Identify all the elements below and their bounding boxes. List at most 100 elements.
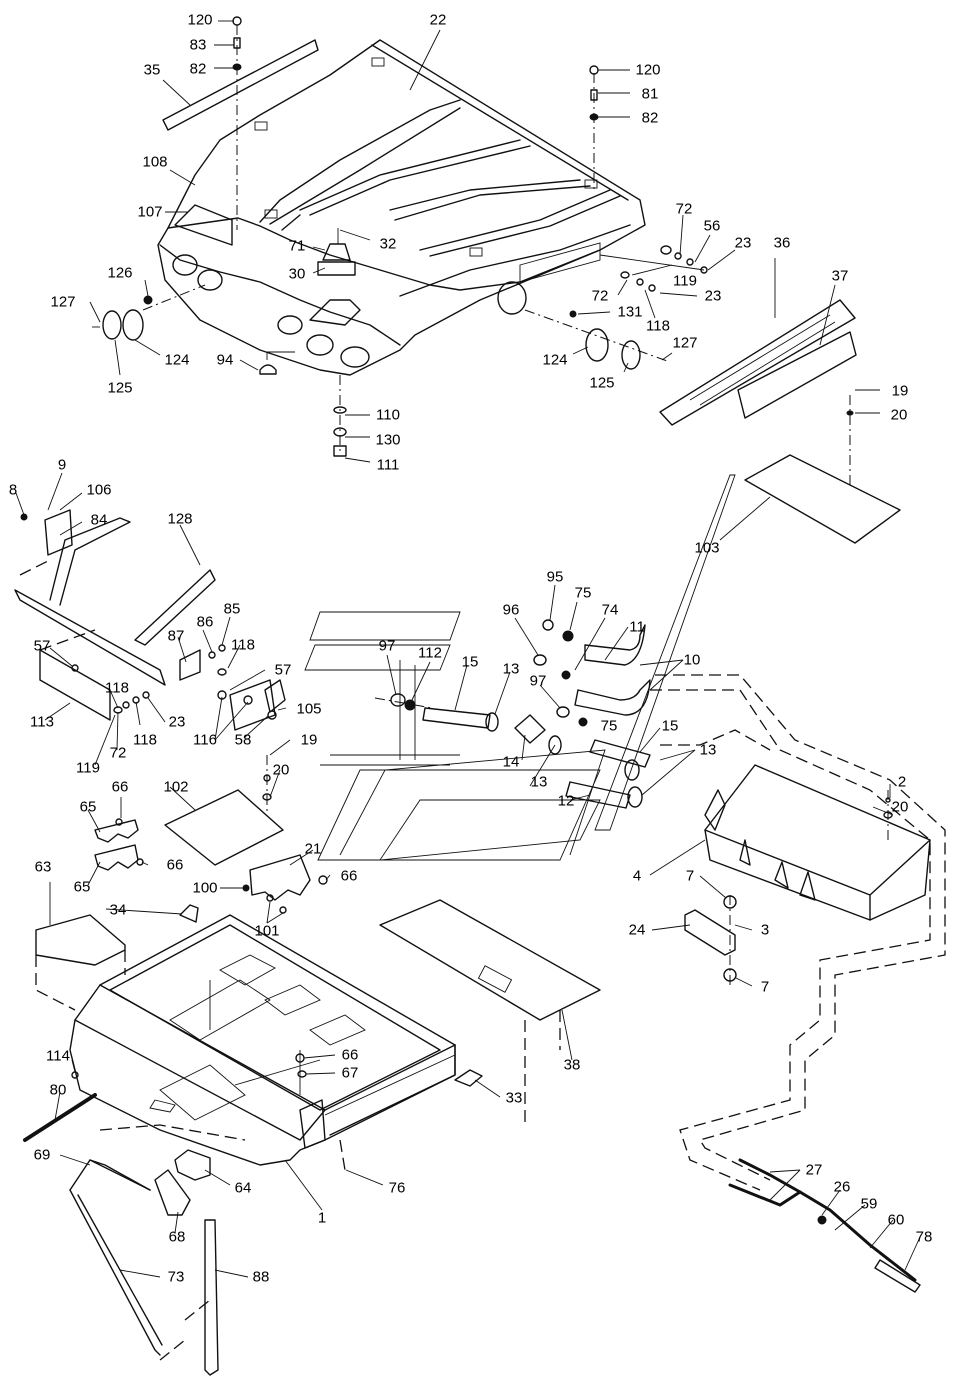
- callout-label: 21: [304, 840, 322, 858]
- callout-label: 36: [773, 234, 791, 252]
- hose-assembly: [374, 619, 651, 809]
- callout-label: 64: [234, 1179, 252, 1197]
- callout-label: 2: [897, 773, 907, 791]
- callout-label: 106: [86, 481, 112, 499]
- callout-label: 3: [760, 921, 770, 939]
- duct-outline: [304, 611, 606, 861]
- callout-label: 75: [574, 584, 592, 602]
- callout-label: 72: [591, 287, 609, 305]
- callout-label: 112: [418, 644, 442, 662]
- work-light-left: [92, 284, 206, 341]
- callout-label: 86: [196, 613, 214, 631]
- callout-label: 4: [632, 867, 642, 885]
- callout-label: 130: [375, 431, 401, 449]
- callout-label: 125: [107, 379, 133, 397]
- callout-label: 118: [105, 679, 129, 697]
- callout-label: 30: [288, 265, 306, 283]
- callout-label: 94: [216, 351, 234, 369]
- callout-label: 118: [646, 317, 670, 335]
- callout-label: 8: [8, 481, 18, 499]
- callout-label: 23: [704, 287, 722, 305]
- callout-label: 124: [542, 351, 568, 369]
- callout-label: 75: [600, 717, 618, 735]
- cab-base: [69, 914, 456, 1171]
- callout-label: 78: [915, 1228, 933, 1246]
- callout-label: 114: [46, 1047, 70, 1065]
- callout-label: 67: [341, 1064, 359, 1082]
- callout-label: 120: [635, 61, 661, 79]
- callout-label: 33: [505, 1089, 523, 1107]
- callout-label: 119: [673, 272, 697, 290]
- panel-37: [737, 331, 857, 419]
- callout-label: 110: [376, 406, 400, 424]
- callout-label: 65: [73, 878, 91, 896]
- callout-label: 72: [675, 200, 693, 218]
- callout-label: 84: [90, 511, 108, 529]
- callout-label: 37: [831, 267, 849, 285]
- pivot-bracket: [179, 644, 286, 731]
- callout-label: 125: [589, 374, 615, 392]
- beacon-light: [317, 228, 356, 276]
- callout-label: 12: [557, 792, 575, 810]
- callout-label: 127: [50, 293, 76, 311]
- callout-label: 74: [601, 601, 619, 619]
- callout-label: 105: [296, 700, 322, 718]
- callout-label: 24: [628, 921, 646, 939]
- leader-lines: [15, 20, 921, 1278]
- callout-label: 128: [167, 510, 193, 528]
- callout-label: 60: [887, 1211, 905, 1229]
- fastener-stack-left: [232, 16, 242, 230]
- callout-label: 23: [734, 234, 752, 252]
- callout-label: 97: [529, 672, 547, 690]
- box-63: [35, 914, 126, 966]
- plate-103: [744, 454, 901, 544]
- callout-label: 126: [107, 264, 133, 282]
- callout-label: 97: [378, 637, 396, 655]
- callout-label: 83: [189, 36, 207, 54]
- callout-label: 35: [143, 61, 161, 79]
- callout-label: 102: [163, 778, 189, 796]
- callout-label: 38: [563, 1056, 581, 1074]
- callout-label: 118: [231, 636, 255, 654]
- callout-label: 7: [760, 978, 770, 996]
- blower-box: [704, 764, 931, 921]
- right-fastener-cluster: [569, 245, 708, 318]
- callout-label: 131: [617, 303, 643, 321]
- callout-label: 88: [252, 1268, 270, 1286]
- callout-label: 72: [109, 744, 127, 762]
- strip-35: [162, 39, 319, 131]
- panel-38: [379, 899, 601, 1021]
- callout-label: 56: [703, 217, 721, 235]
- callout-label: 80: [49, 1081, 67, 1099]
- callout-label: 10: [683, 651, 701, 669]
- callout-label: 19: [891, 382, 909, 400]
- callout-label: 13: [530, 773, 548, 791]
- callout-label: 76: [388, 1179, 406, 1197]
- callout-label: 103: [694, 539, 720, 557]
- duct-dashed-path: [650, 674, 946, 1191]
- callout-label: 7: [685, 867, 695, 885]
- callout-label: 100: [192, 879, 218, 897]
- callout-label: 71: [288, 237, 306, 255]
- work-light-right: [524, 309, 671, 370]
- callout-label: 85: [223, 600, 241, 618]
- callout-label: 101: [254, 922, 280, 940]
- callout-label: 69: [33, 1146, 51, 1164]
- callout-label: 108: [142, 153, 168, 171]
- callout-label: 57: [274, 661, 292, 679]
- callout-label: 127: [672, 334, 698, 352]
- callout-label: 120: [187, 11, 213, 29]
- callout-label: 32: [379, 235, 397, 253]
- callout-label: 124: [164, 351, 190, 369]
- callout-label: 20: [890, 406, 908, 424]
- callout-label: 23: [168, 713, 186, 731]
- callout-label: 34: [109, 901, 127, 919]
- callout-label: 82: [189, 60, 207, 78]
- callout-label: 111: [376, 456, 400, 474]
- callout-label: 9: [57, 456, 67, 474]
- callout-label: 73: [167, 1268, 185, 1286]
- callout-label: 13: [502, 660, 520, 678]
- callout-label: 65: [79, 798, 97, 816]
- callout-label: 66: [340, 867, 358, 885]
